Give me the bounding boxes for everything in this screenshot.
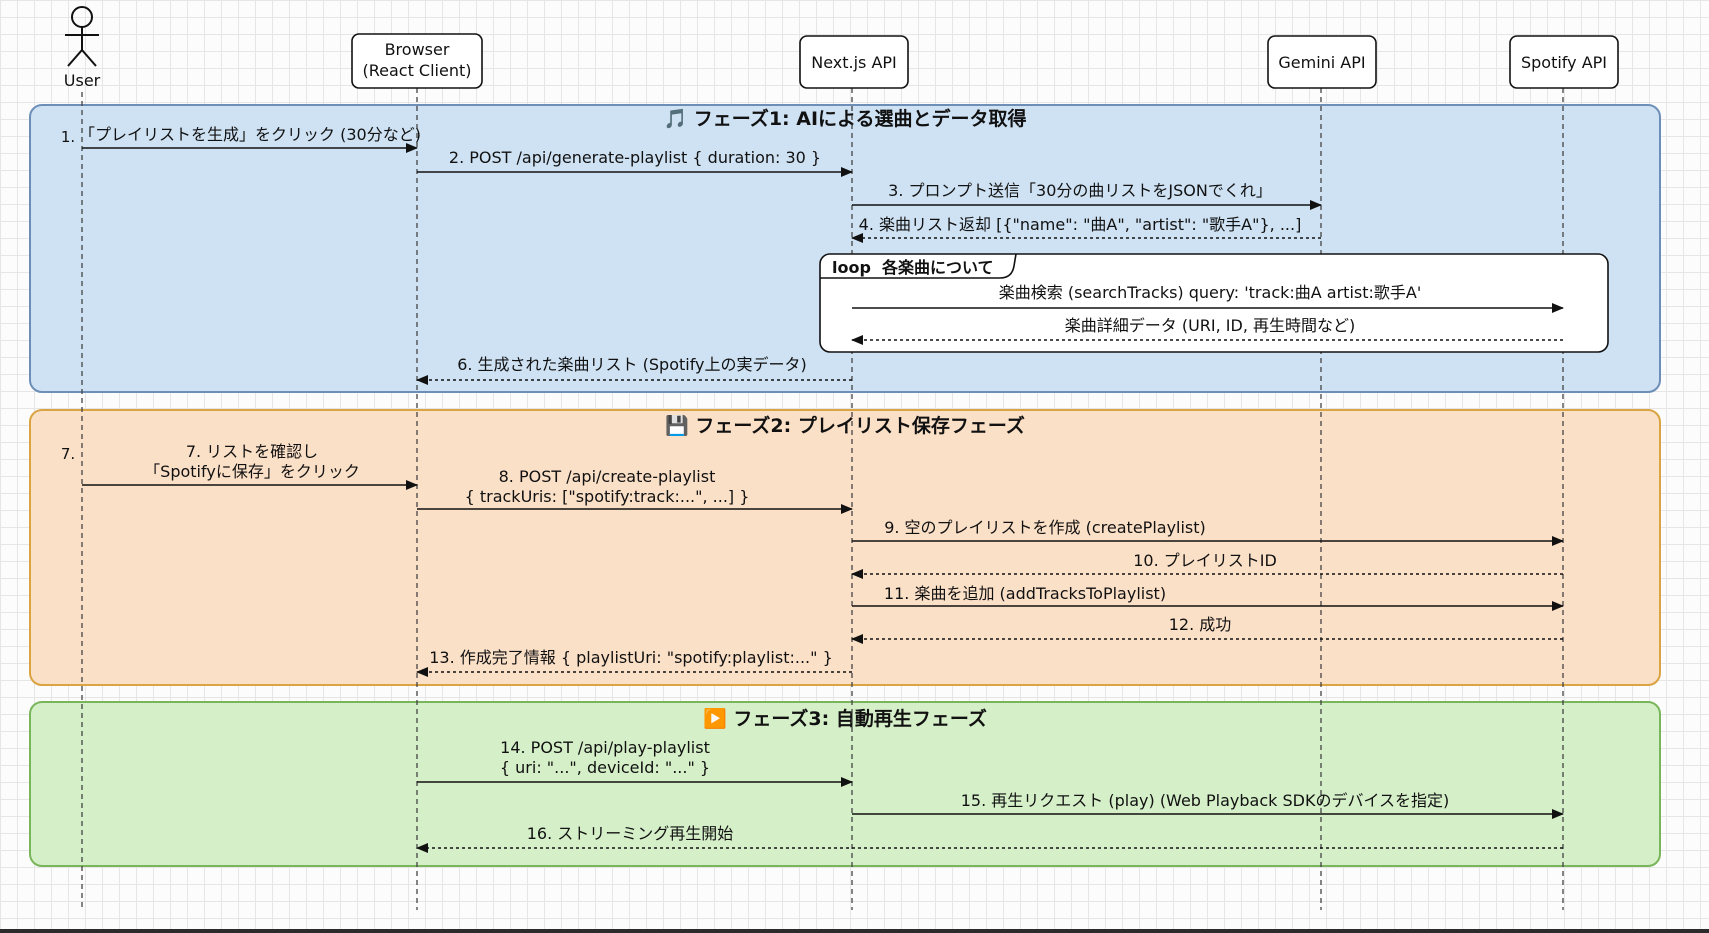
message-label: { trackUris: ["spotify:track:...", ...] … bbox=[465, 487, 750, 506]
message-label: 16. ストリーミング再生開始 bbox=[527, 824, 734, 843]
loop-keyword: loop bbox=[832, 258, 871, 277]
participant-gemini: Gemini API bbox=[1267, 35, 1377, 89]
participant-label: Spotify API bbox=[1521, 53, 1607, 72]
participant-label: Gemini API bbox=[1278, 53, 1365, 72]
participant-label: User bbox=[64, 71, 101, 90]
phase2-background bbox=[29, 409, 1661, 686]
message-label: { uri: "...", deviceId: "..." } bbox=[500, 758, 710, 777]
message-m16: 16. ストリーミング再生開始 bbox=[416, 824, 1563, 853]
message-m7: 7. リストを確認し「Spotifyに保存」をクリック bbox=[82, 442, 418, 490]
message-m3: 3. プロンプト送信「30分の曲リストをJSONでくれ」 bbox=[852, 181, 1322, 210]
participant-box bbox=[1267, 35, 1377, 89]
phase1-title: 🎵 フェーズ1: AIによる選曲とデータ取得 bbox=[664, 107, 1027, 130]
message-label: 4. 楽曲リスト返却 [{"name": "曲A", "artist": "歌手… bbox=[859, 215, 1302, 234]
message-m9: 9. 空のプレイリストを作成 (createPlaylist) bbox=[852, 518, 1564, 546]
message-label: 8. POST /api/create-playlist bbox=[499, 467, 716, 486]
message-m15: 15. 再生リクエスト (play) (Web Playback SDKのデバイ… bbox=[852, 791, 1564, 819]
phase3-title: ▶️ フェーズ3: 自動再生フェーズ bbox=[703, 707, 987, 730]
phase2-frame: 💾 フェーズ2: プレイリスト保存フェーズ bbox=[29, 409, 1661, 686]
participant-spotify: Spotify API bbox=[1509, 35, 1619, 89]
message-m1: 「プレイリストを生成」をクリック (30分など) bbox=[79, 125, 421, 153]
message-label: 7. リストを確認し bbox=[186, 442, 318, 461]
message-m13: 13. 作成完了情報 { playlistUri: "spotify:playl… bbox=[416, 648, 852, 677]
message-label: 14. POST /api/play-playlist bbox=[500, 738, 710, 757]
message-label: 「プレイリストを生成」をクリック (30分など) bbox=[79, 125, 421, 144]
participant-label: Browser(React Client) bbox=[362, 40, 471, 80]
message-m11: 11. 楽曲を追加 (addTracksToPlaylist) bbox=[852, 584, 1564, 611]
message-label: 2. POST /api/generate-playlist { duratio… bbox=[449, 148, 821, 167]
message-label: 楽曲検索 (searchTracks) query: 'track:曲A art… bbox=[999, 283, 1422, 302]
loop-frame bbox=[819, 253, 1609, 353]
loop-label: 各楽曲について bbox=[881, 258, 994, 277]
loop-label-tab bbox=[820, 253, 1017, 279]
participant-box bbox=[799, 35, 909, 89]
message-label: 12. 成功 bbox=[1169, 615, 1232, 634]
participant-browser: Browser(React Client) bbox=[351, 33, 483, 89]
message-m2: 2. POST /api/generate-playlist { duratio… bbox=[417, 148, 853, 177]
message-label: 3. プロンプト送信「30分の曲リストをJSONでくれ」 bbox=[888, 181, 1272, 200]
bottom-edge-bar bbox=[0, 929, 1709, 933]
phase3-frame: ▶️ フェーズ3: 自動再生フェーズ bbox=[29, 701, 1661, 867]
phase2-title: 💾 フェーズ2: プレイリスト保存フェーズ bbox=[665, 414, 1025, 437]
message-label: 10. プレイリストID bbox=[1133, 551, 1277, 570]
message-label: 9. 空のプレイリストを作成 (createPlaylist) bbox=[884, 518, 1206, 537]
participant-label: Next.js API bbox=[811, 53, 897, 72]
message-label: 楽曲詳細データ (URI, ID, 再生時間など) bbox=[1065, 316, 1356, 335]
participant-user: User bbox=[64, 6, 101, 90]
message-m4: 4. 楽曲リスト返却 [{"name": "曲A", "artist": "歌手… bbox=[851, 215, 1321, 243]
loop-fragment: loop 各楽曲について bbox=[819, 253, 1609, 353]
message-m5a: 楽曲検索 (searchTracks) query: 'track:曲A art… bbox=[852, 283, 1564, 313]
step-number: 1. bbox=[61, 128, 75, 146]
step-number: 7. bbox=[61, 445, 75, 463]
message-label: 「Spotifyに保存」をクリック bbox=[144, 462, 360, 481]
participant-box bbox=[1509, 35, 1619, 89]
message-label: 15. 再生リクエスト (play) (Web Playback SDKのデバイ… bbox=[961, 791, 1449, 810]
message-m8: 8. POST /api/create-playlist{ trackUris:… bbox=[417, 467, 853, 514]
message-label: 11. 楽曲を追加 (addTracksToPlaylist) bbox=[884, 584, 1166, 603]
message-label: 6. 生成された楽曲リスト (Spotify上の実データ) bbox=[457, 355, 807, 374]
message-m12: 12. 成功 bbox=[851, 615, 1563, 644]
message-m6: 6. 生成された楽曲リスト (Spotify上の実データ) bbox=[416, 355, 852, 385]
message-m14: 14. POST /api/play-playlist{ uri: "...",… bbox=[417, 738, 853, 787]
participant-nextjs: Next.js API bbox=[799, 35, 909, 89]
actor-icon bbox=[65, 6, 99, 67]
message-m10: 10. プレイリストID bbox=[851, 551, 1563, 579]
participant-box bbox=[351, 33, 483, 89]
message-m5b: 楽曲詳細データ (URI, ID, 再生時間など) bbox=[851, 316, 1563, 345]
message-label: 13. 作成完了情報 { playlistUri: "spotify:playl… bbox=[429, 648, 833, 667]
